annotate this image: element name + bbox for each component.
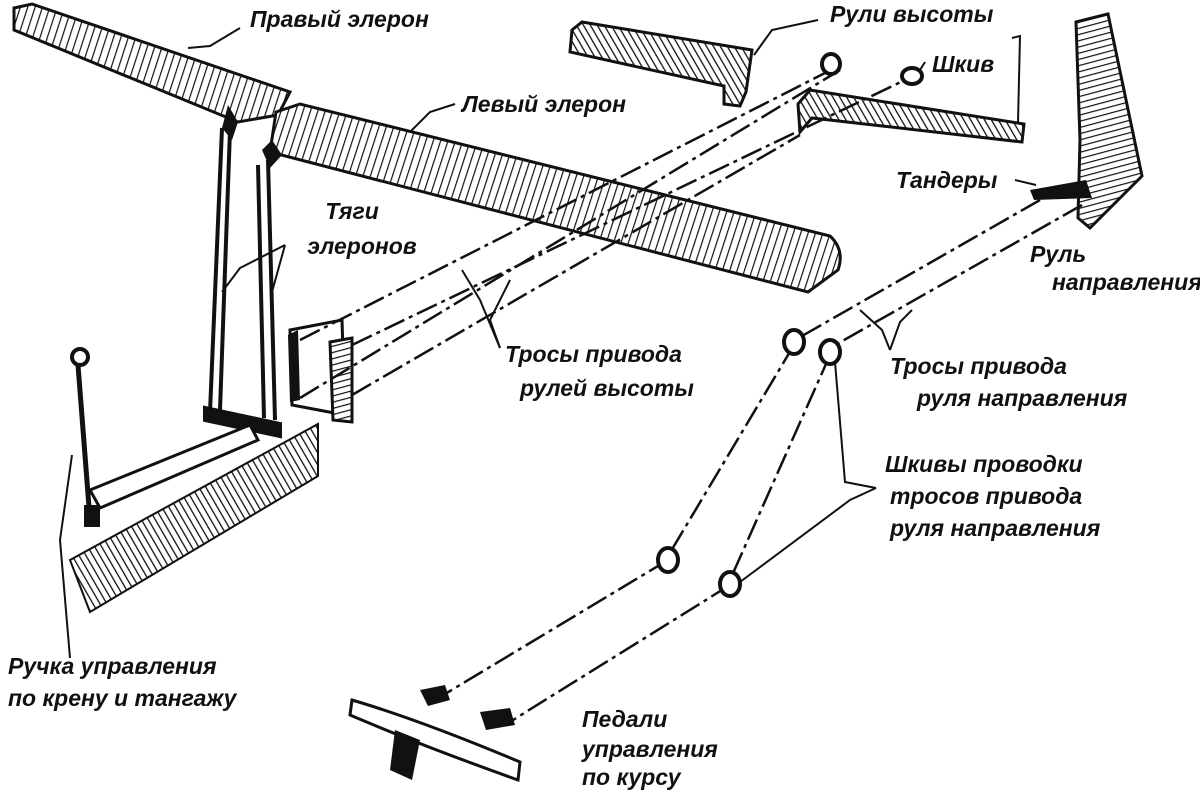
rudder [1030,12,1144,231]
label-stick-2: по крену и тангажу [8,685,237,711]
label-guide-pulleys-2: тросов привода [890,483,1083,509]
elevator-bellcrank [288,318,354,424]
label-pedals-2: управления [582,736,718,762]
label-pulley: Шкив [932,51,995,77]
label-stick-1: Ручка управления [8,653,217,679]
label-pedals-3: по курсу [582,764,681,790]
label-turnbuckles: Тандеры [896,167,998,193]
rudder-pedals [348,685,522,783]
label-pedals-1: Педали [582,706,668,732]
label-aileron-rods-1: Тяги [325,198,379,224]
leader-lines [58,19,1037,659]
label-right-aileron: Правый элерон [250,6,429,32]
control-stick [70,347,261,527]
label-rudder-cables-2: руля направления [917,385,1128,411]
label-left-aileron: Левый элерон [462,91,627,117]
label-guide-pulleys-1: Шкивы проводки [885,451,1083,477]
aileron-rods [203,127,282,439]
cockpit-floor [68,422,319,614]
rudder-cables [434,198,1083,727]
label-guide-pulleys-3: руля направления [890,515,1101,541]
label-rudder-cables-1: Тросы привода [890,353,1067,379]
label-rudder-1: Руль [1030,241,1087,267]
elevator-cables [299,68,906,400]
label-aileron-rods-2: элеронов [307,233,417,259]
label-elevator-cables-1: Тросы привода [505,341,682,367]
label-elevators: Рули высоты [830,1,994,27]
pulley-shkiv [820,52,924,86]
label-rudder-2: направления [1052,269,1200,295]
right-aileron [12,2,293,140]
label-elevator-cables-2: рулей высоты [520,375,694,401]
elevator-left [568,20,754,108]
guide-pulleys [656,328,842,598]
